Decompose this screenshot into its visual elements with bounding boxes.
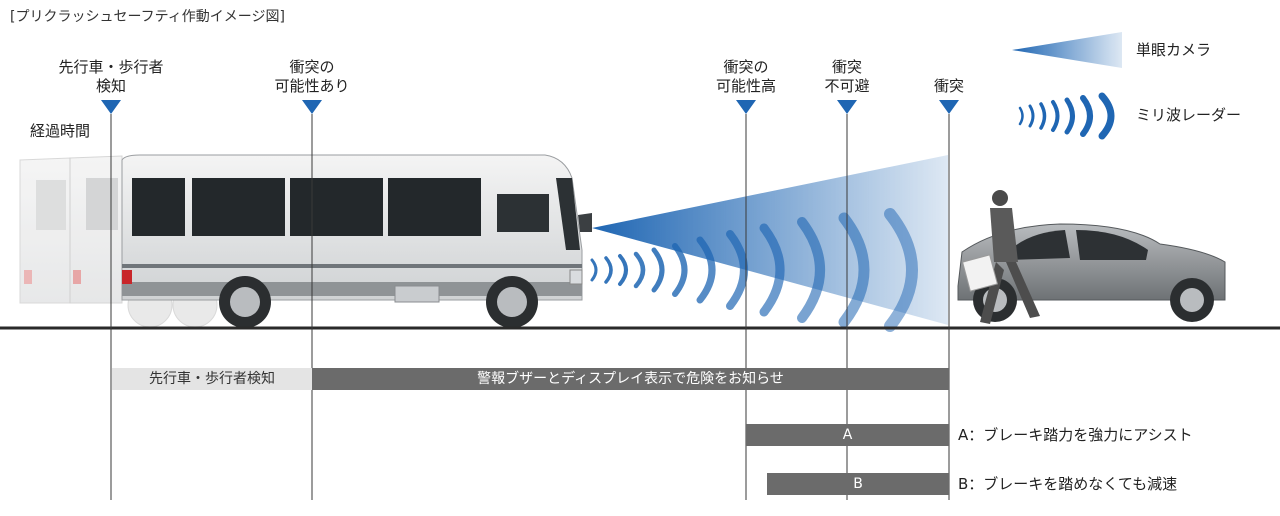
legend-camera-icon xyxy=(1012,32,1122,68)
brake-assist-bar: A xyxy=(746,424,949,446)
legend-radar-label: ミリ波レーダー xyxy=(1136,106,1242,124)
stage-marker-possible xyxy=(302,100,322,500)
stage-label-likely: 衝突の 可能性高 xyxy=(715,58,777,95)
stage-label-collision: 衝突 xyxy=(933,77,965,95)
pedestrian xyxy=(961,190,1040,324)
ghost-bus-1 xyxy=(19,157,71,304)
radar-waves xyxy=(590,208,918,332)
bus xyxy=(121,154,592,328)
stage-marker-detect xyxy=(101,100,121,500)
stage-label-unavoidable: 衝突 不可避 xyxy=(824,58,870,95)
diagram-title: [プリクラッシュセーフティ作動イメージ図] xyxy=(10,9,285,25)
legend-radar-icon xyxy=(1018,92,1115,140)
leading-car xyxy=(957,223,1226,322)
auto-brake-bar: B xyxy=(767,473,949,495)
stage-marker-collision xyxy=(939,100,959,500)
stage-label-detect: 先行車・歩行者 検知 xyxy=(58,58,164,95)
note-a: A：ブレーキ踏力を強力にアシスト xyxy=(958,426,1193,444)
warning-bar: 警報ブザーとディスプレイ表示で危険をお知らせ xyxy=(312,368,949,390)
note-b: B：ブレーキを踏めなくても減速 xyxy=(958,475,1178,493)
detection-bar: 先行車・歩行者検知 xyxy=(112,368,312,390)
elapsed-time-label: 経過時間 xyxy=(30,122,91,140)
stage-label-possible: 衝突の 可能性あり xyxy=(274,58,350,95)
legend-camera-label: 単眼カメラ xyxy=(1136,41,1212,59)
